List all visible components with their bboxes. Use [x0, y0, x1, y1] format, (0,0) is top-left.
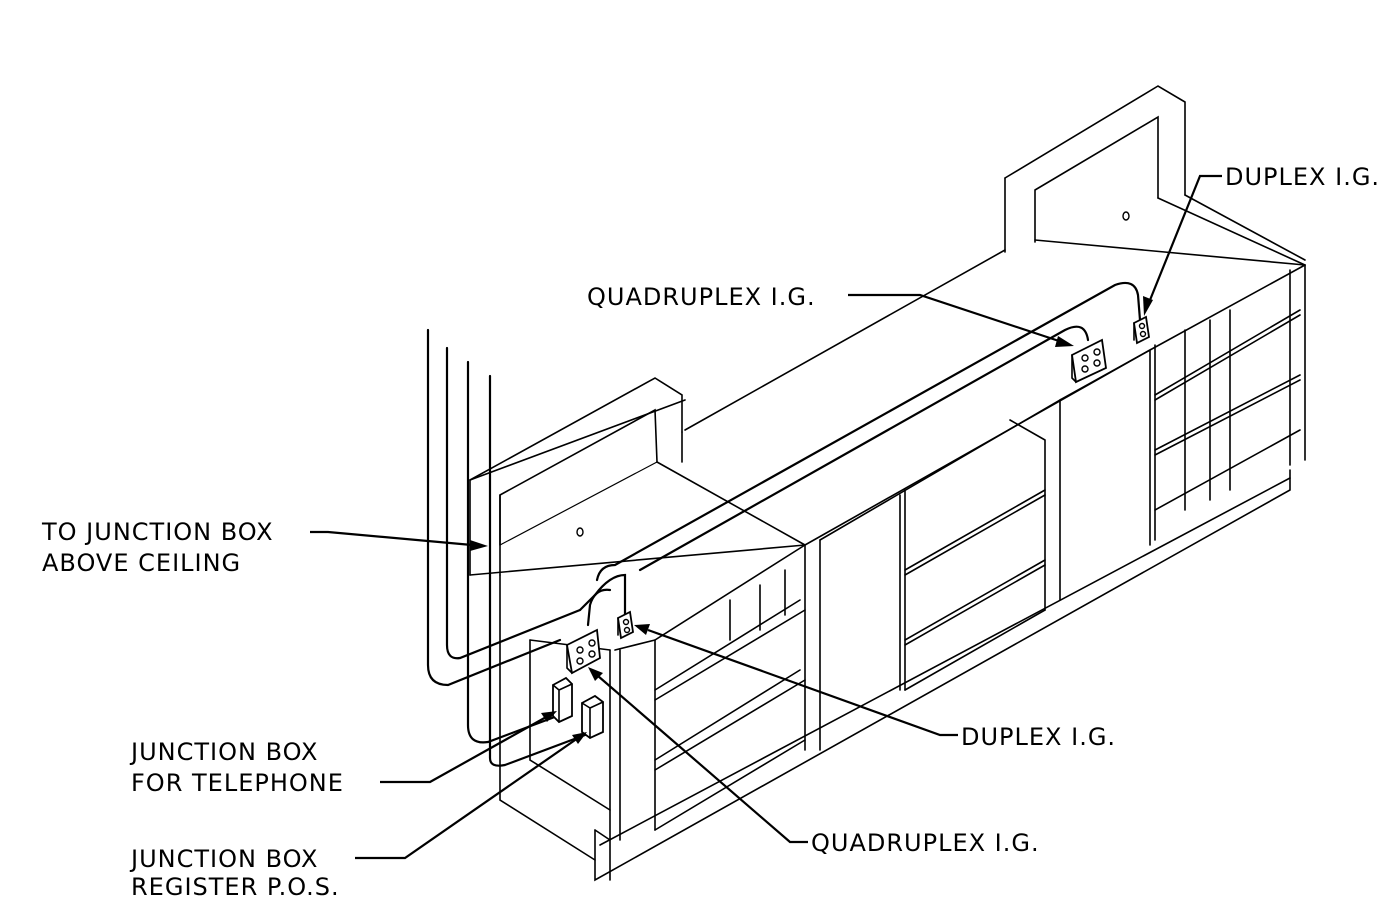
- label-quadruplex-bottom: QUADRUPLEX I.G.: [811, 829, 1040, 857]
- label-junction-ceiling-line1: TO JUNCTION BOX: [41, 518, 274, 546]
- leader-junction-pos: [355, 732, 587, 860]
- leader-quadruplex-top: [848, 293, 1074, 347]
- label-junction-pos-line1: JUNCTION BOX: [129, 845, 318, 873]
- junction-box-telephone: [552, 676, 573, 724]
- junction-box-pos: [581, 694, 604, 740]
- leader-duplex-top: [1143, 174, 1222, 316]
- label-junction-pos-line2: REGISTER P.O.S.: [131, 873, 340, 899]
- quadruplex-left: [565, 628, 601, 675]
- leader-junction-ceiling: [310, 530, 488, 551]
- leader-junction-telephone: [380, 711, 557, 784]
- label-duplex-mid: DUPLEX I.G.: [961, 723, 1116, 751]
- leader-quadruplex-bottom: [588, 667, 808, 844]
- duplex-right: [1133, 315, 1150, 345]
- label-junction-phone-line2: FOR TELEPHONE: [131, 769, 344, 797]
- label-duplex-top: DUPLEX I.G.: [1225, 163, 1380, 191]
- label-junction-ceiling-line2: ABOVE CEILING: [42, 549, 241, 577]
- counter-casework: [469, 85, 1306, 882]
- quadruplex-right: [1071, 338, 1107, 384]
- leader-duplex-mid: [634, 624, 958, 737]
- label-junction-phone-line1: JUNCTION BOX: [129, 738, 318, 766]
- conduit-runs: [426, 281, 1142, 767]
- label-quadruplex-top: QUADRUPLEX I.G.: [587, 283, 816, 311]
- duplex-mid: [617, 610, 634, 640]
